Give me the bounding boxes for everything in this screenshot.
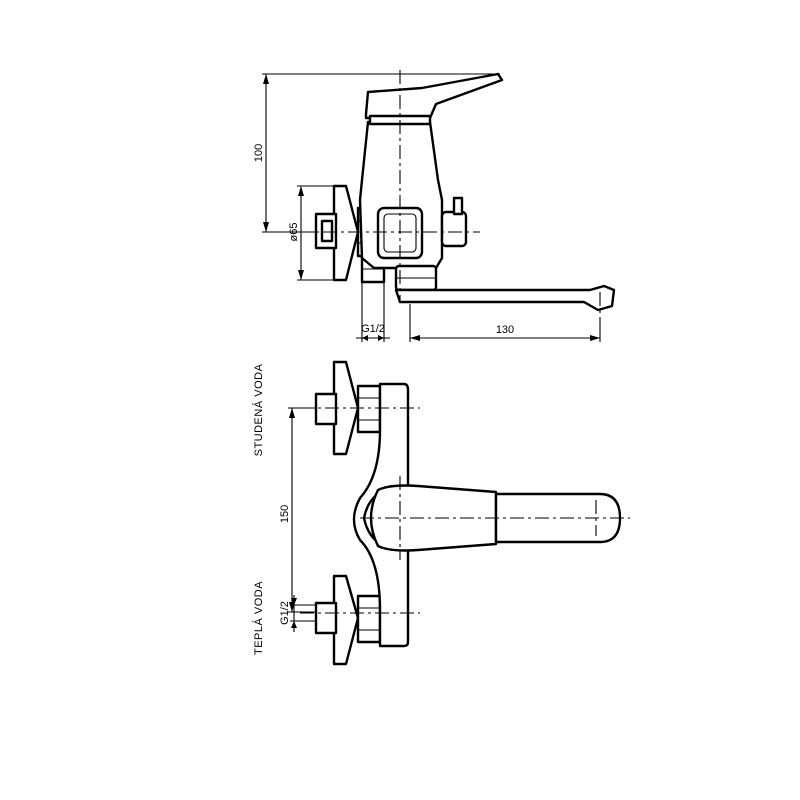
dimension-height-label: 100	[253, 144, 265, 162]
side-view: 100 ø65	[253, 70, 616, 342]
dimension-thread-side: G1/2	[356, 282, 390, 342]
hot-water-label: TEPLÁ VODA	[252, 581, 265, 655]
hot-inlet	[314, 601, 338, 635]
dimension-spout-length: 130	[409, 304, 601, 342]
dimension-thread-front: G1/2	[279, 595, 318, 632]
dimension-spacing-label: 150	[279, 505, 291, 523]
hot-flange	[332, 574, 360, 666]
wall-flange	[332, 184, 360, 282]
dimension-spout-length-label: 130	[496, 324, 514, 336]
dimension-thread-front-label: G1/2	[279, 601, 291, 625]
top-view: STUDENÁ VODA TEPLÁ VODA 150 G1/2	[252, 360, 630, 666]
spout	[394, 284, 616, 312]
lever-handle	[364, 72, 504, 120]
dimension-body-diameter-label: ø65	[288, 223, 300, 242]
dimension-height: 100	[253, 73, 500, 233]
cold-water-label: STUDENÁ VODA	[252, 363, 265, 456]
cold-inlet	[314, 392, 338, 426]
lever-handle-top	[369, 484, 498, 552]
dimension-thread-side-label: G1/2	[361, 323, 385, 335]
dimension-spacing: 150	[279, 407, 320, 613]
diverter-knob	[440, 210, 468, 248]
